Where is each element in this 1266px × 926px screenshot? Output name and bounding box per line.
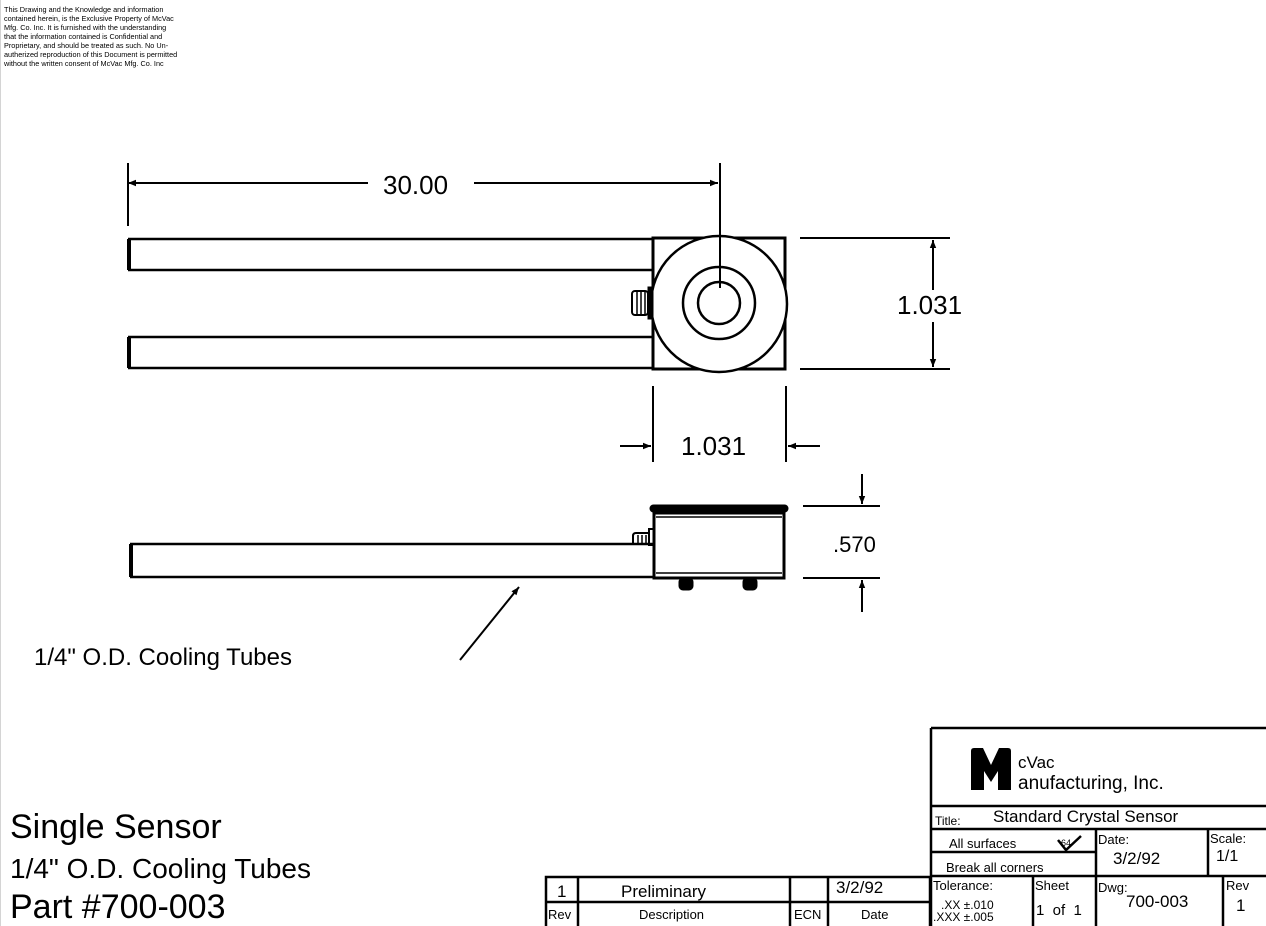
cooling-tube-side [129, 542, 653, 579]
sheet-value: 1 of 1 [1036, 902, 1082, 919]
company-name-line2: anufacturing, Inc. [1018, 773, 1164, 794]
callout-leader [459, 586, 520, 661]
heading-part-number: Part #700-003 [10, 888, 226, 926]
revision-date: 3/2/92 [836, 878, 883, 897]
top-view [127, 163, 950, 462]
tolerance-xxx: .XXX ±.005 [933, 910, 994, 924]
cooling-tube-upper [127, 237, 653, 272]
dimension-width-top [620, 386, 820, 462]
notice-line: Proprietary, and should be treated as su… [4, 41, 169, 50]
break-corners-note: Break all corners [946, 860, 1044, 875]
title-label: Title: [935, 814, 961, 828]
revision-table [544, 875, 932, 926]
dimension-length-label: 30.00 [383, 170, 448, 200]
dimension-height-top [800, 237, 950, 370]
ecn-header: ECN [794, 907, 821, 922]
dimension-length [127, 163, 721, 288]
company-name-line1: cVac [1018, 753, 1055, 772]
tolerance-xx: .XX ±.010 [941, 898, 994, 912]
company-logo [971, 748, 1011, 790]
connector-side [632, 528, 655, 546]
dimension-width-top-label: 1.031 [681, 431, 746, 461]
heading-subtitle: 1/4" O.D. Cooling Tubes [10, 853, 311, 884]
revision-description: Preliminary [621, 882, 707, 901]
cooling-tube-callout: 1/4" O.D. Cooling Tubes [34, 644, 292, 671]
rev-value: 1 [1236, 896, 1245, 915]
description-header: Description [639, 907, 704, 922]
mounting-foot [678, 577, 694, 591]
sensor-lid [649, 504, 789, 513]
date-label: Date: [1098, 832, 1129, 847]
revision-number: 1 [557, 882, 566, 901]
connector [631, 286, 654, 320]
date-header: Date [861, 907, 888, 922]
sensor-body-side [652, 511, 786, 580]
rev-header: Rev [548, 907, 572, 922]
notice-line: that the information contained is Confid… [4, 32, 163, 41]
notice-line: This Drawing and the Knowledge and infor… [4, 5, 164, 14]
surfaces-note: All surfaces [949, 836, 1017, 851]
notice-line: autherized reproduction of this Document… [4, 50, 178, 59]
dimension-height-side-label: .570 [833, 532, 876, 557]
surface-finish-check-icon [1057, 835, 1082, 852]
tolerance-label: Tolerance: [933, 878, 993, 893]
mounting-foot [742, 577, 758, 591]
scale-value: 1/1 [1216, 848, 1238, 865]
sheet-label: Sheet [1035, 878, 1069, 893]
dimension-height-top-label: 1.031 [897, 290, 962, 320]
scale-label: Scale: [1210, 831, 1246, 846]
cooling-tube-lower [127, 335, 653, 370]
heading-title: Single Sensor [10, 808, 222, 846]
notice-line: Mfg. Co. Inc. It is furnished with the u… [4, 23, 167, 32]
side-view [129, 474, 880, 661]
dimension-height-side [803, 474, 880, 612]
notice-line: without the written consent of McVac Mfg… [4, 59, 164, 68]
dwg-number: 700-003 [1126, 892, 1188, 911]
title-block [929, 726, 1266, 926]
drawing-title: Standard Crystal Sensor [993, 807, 1179, 826]
confidentiality-notice: This Drawing and the Knowledge and infor… [4, 5, 244, 68]
date-value: 3/2/92 [1113, 849, 1160, 868]
surface-finish-value: 64 [1061, 838, 1071, 848]
dwg-label: Dwg: [1098, 880, 1128, 895]
rev-label: Rev [1226, 878, 1250, 893]
notice-line: contained herein, is the Exclusive Prope… [4, 14, 174, 23]
